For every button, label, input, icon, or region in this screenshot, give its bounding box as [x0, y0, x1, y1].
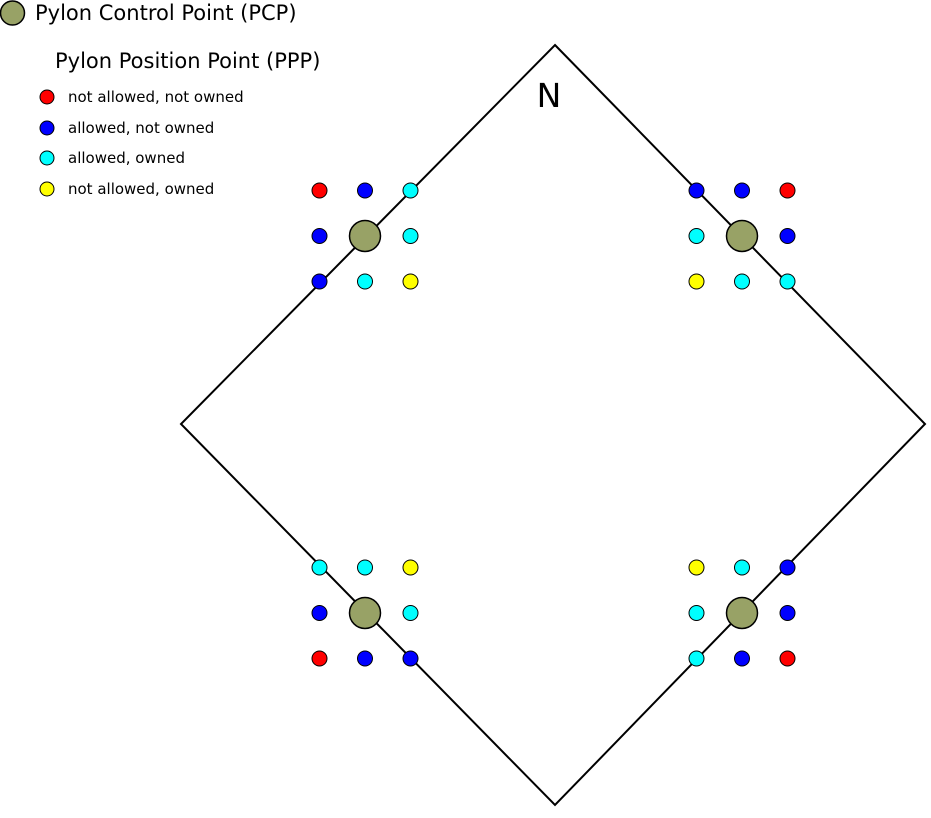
- pcp-legend-swatch: [0, 0, 26, 26]
- legend: Pylon Control Point (PCP) Pylon Position…: [0, 0, 320, 198]
- pylon-position-point-blue: [311, 605, 328, 621]
- pylon-position-point-blue: [734, 650, 750, 667]
- pylon-position-point-blue: [779, 228, 796, 244]
- red-dot-icon: [39, 89, 55, 105]
- pylon-position-point-blue: [779, 559, 796, 576]
- pcp-legend-label: Pylon Control Point (PCP): [35, 1, 297, 25]
- pylon-position-point-blue: [357, 650, 373, 667]
- pylon-position-point-cyan: [779, 273, 796, 290]
- pylon-position-point-red: [311, 650, 328, 667]
- legend-item-not-allowed-not-owned: not allowed, not owned: [39, 88, 244, 106]
- cyan-dot-icon: [39, 150, 55, 166]
- pylon-position-point-blue: [311, 228, 328, 244]
- pylon-position-point-blue: [402, 650, 419, 667]
- pylon-position-point-yellow: [688, 273, 705, 290]
- north-label: N: [537, 76, 562, 115]
- pylon-position-point-cyan: [402, 182, 419, 199]
- legend-item-allowed-not-owned: allowed, not owned: [39, 119, 214, 137]
- pylon-control-point: [725, 596, 759, 630]
- course-boundary-diamond: [179, 43, 927, 807]
- yellow-dot-icon: [39, 181, 55, 197]
- pylon-cluster-southeast: [688, 559, 796, 667]
- pylon-position-point-cyan: [357, 273, 373, 290]
- pylon-position-point-blue: [688, 182, 705, 199]
- blue-dot-icon: [39, 120, 55, 136]
- ppp-legend-title: Pylon Position Point (PPP): [55, 49, 320, 73]
- pylon-position-point-blue: [311, 273, 328, 290]
- pylon-position-point-red: [311, 182, 328, 199]
- pylon-position-point-cyan: [734, 273, 750, 290]
- pylon-position-point-yellow: [402, 273, 419, 290]
- pylon-control-point: [348, 596, 382, 630]
- pylon-position-point-cyan: [688, 650, 705, 667]
- pylon-position-point-cyan: [402, 605, 419, 621]
- pylon-position-point-red: [779, 650, 796, 667]
- pylon-position-point-blue: [357, 182, 373, 199]
- pylon-cluster-northeast: [688, 182, 796, 290]
- legend-item-label: allowed, not owned: [68, 119, 214, 137]
- pylon-position-point-cyan: [311, 559, 328, 576]
- pylon-position-point-cyan: [688, 228, 705, 244]
- legend-item-not-allowed-owned: not allowed, owned: [39, 180, 214, 198]
- pylon-position-point-yellow: [402, 559, 419, 576]
- pylon-point-clusters: [311, 182, 796, 667]
- legend-item-allowed-owned: allowed, owned: [39, 149, 185, 167]
- legend-item-label: not allowed, not owned: [68, 88, 244, 106]
- pylon-cluster-northwest: [311, 182, 419, 290]
- pylon-position-point-red: [779, 182, 796, 199]
- pylon-control-point: [348, 219, 382, 253]
- pylon-position-point-blue: [734, 182, 750, 199]
- pylon-cluster-southwest: [311, 559, 419, 667]
- pylon-position-point-yellow: [688, 559, 705, 576]
- pylon-control-point: [725, 219, 759, 253]
- legend-item-label: allowed, owned: [68, 149, 185, 167]
- pylon-position-point-blue: [779, 605, 796, 621]
- pylon-position-point-cyan: [688, 605, 705, 621]
- pylon-position-point-cyan: [357, 559, 373, 576]
- pylon-position-point-cyan: [734, 559, 750, 576]
- legend-item-label: not allowed, owned: [68, 180, 214, 198]
- pylon-position-point-cyan: [402, 228, 419, 244]
